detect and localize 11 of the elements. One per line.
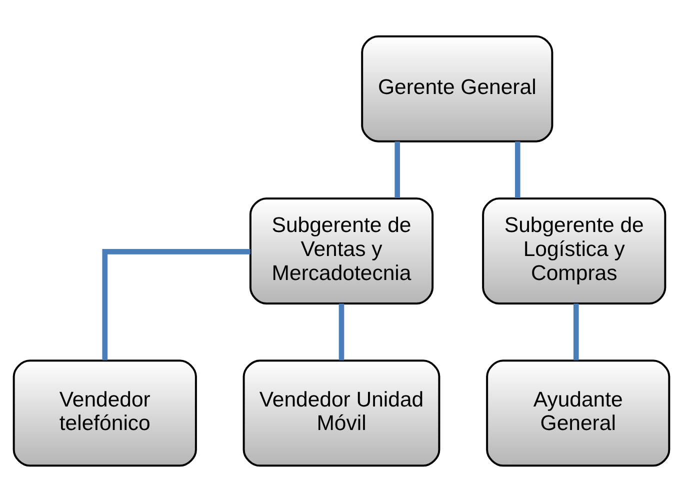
connector <box>514 141 520 198</box>
node-box: Vendedor Unidad Móvil <box>242 360 440 467</box>
node-box: Ayudante General <box>486 360 670 467</box>
node-box: Subgerente de Ventas y Mercadotecnia <box>249 198 434 304</box>
node-box: Gerente General <box>361 35 554 142</box>
node-box: Subgerente de Logística y Compras <box>482 198 666 304</box>
connector <box>573 304 579 360</box>
connector <box>394 141 400 198</box>
connector <box>102 249 250 360</box>
node-box: Vendedor telefónico <box>12 360 197 467</box>
connector <box>338 304 344 360</box>
